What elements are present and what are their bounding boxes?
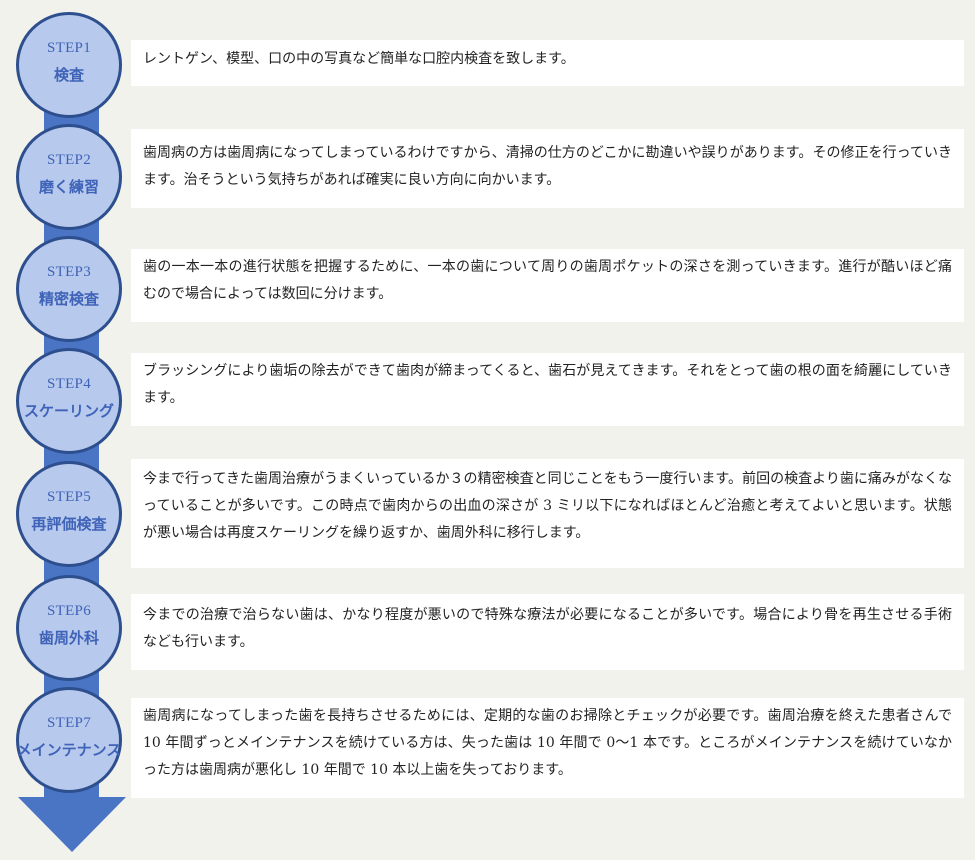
step-4-circle: STEP4 スケーリング (16, 348, 122, 454)
step-5-description: 今まで行ってきた歯周治療がうまくいっているか３の精密検査と同じことをもう一度行い… (131, 459, 964, 568)
step-6-text: 今までの治療で治らない歯は、かなり程度が悪いので特殊な療法が必要になることが多い… (143, 607, 952, 650)
step-7-circle: STEP7 メインテナンス (16, 687, 122, 793)
step-3-title: 精密検査 (38, 292, 99, 308)
step-2-text: 歯周病の方は歯周病になってしまっているわけですから、清掃の仕方のどこかに勘違いや… (143, 145, 952, 188)
step-6-label: STEP6 (46, 603, 91, 619)
step-6-description: 今までの治療で治らない歯は、かなり程度が悪いので特殊な療法が必要になることが多い… (131, 594, 964, 670)
step-1-label: STEP1 (46, 40, 91, 56)
step-6-title: 歯周外科 (38, 631, 99, 647)
step-7-description: 歯周病になってしまった歯を長持ちさせるためには、定期的な歯のお掃除とチェックが必… (131, 698, 964, 798)
step-2-label: STEP2 (46, 152, 91, 168)
step-1-circle: STEP1 検査 (16, 12, 122, 118)
step-7-label: STEP7 (46, 715, 91, 731)
step-1-title: 検査 (53, 68, 84, 84)
timeline-arrowhead-icon (18, 797, 126, 852)
step-4-label: STEP4 (46, 376, 91, 392)
step-2-title: 磨く練習 (38, 180, 99, 196)
step-5-text: 今まで行ってきた歯周治療がうまくいっているか３の精密検査と同じことをもう一度行い… (143, 471, 952, 541)
step-1-description: レントゲン、模型、口の中の写真など簡単な口腔内検査を致します。 (131, 40, 964, 86)
step-5-label: STEP5 (46, 489, 91, 505)
step-6-circle: STEP6 歯周外科 (16, 575, 122, 681)
step-4-description: ブラッシングにより歯垢の除去ができて歯肉が締まってくると、歯石が見えてきます。そ… (131, 353, 964, 426)
step-5-circle: STEP5 再評価検査 (16, 461, 122, 567)
step-3-description: 歯の一本一本の進行状態を把握するために、一本の歯について周りの歯周ポケットの深さ… (131, 249, 964, 322)
step-3-label: STEP3 (46, 264, 91, 280)
step-4-title: スケーリング (23, 404, 114, 420)
step-2-circle: STEP2 磨く練習 (16, 124, 122, 230)
step-5-title: 再評価検査 (31, 517, 107, 533)
step-1-text: レントゲン、模型、口の中の写真など簡単な口腔内検査を致します。 (143, 51, 575, 67)
step-2-description: 歯周病の方は歯周病になってしまっているわけですから、清掃の仕方のどこかに勘違いや… (131, 129, 964, 208)
step-7-title: メインテナンス (16, 743, 122, 759)
step-3-circle: STEP3 精密検査 (16, 236, 122, 342)
step-7-text: 歯周病になってしまった歯を長持ちさせるためには、定期的な歯のお掃除とチェックが必… (143, 708, 952, 778)
step-4-text: ブラッシングにより歯垢の除去ができて歯肉が締まってくると、歯石が見えてきます。そ… (143, 363, 952, 406)
step-3-text: 歯の一本一本の進行状態を把握するために、一本の歯について周りの歯周ポケットの深さ… (143, 259, 952, 302)
